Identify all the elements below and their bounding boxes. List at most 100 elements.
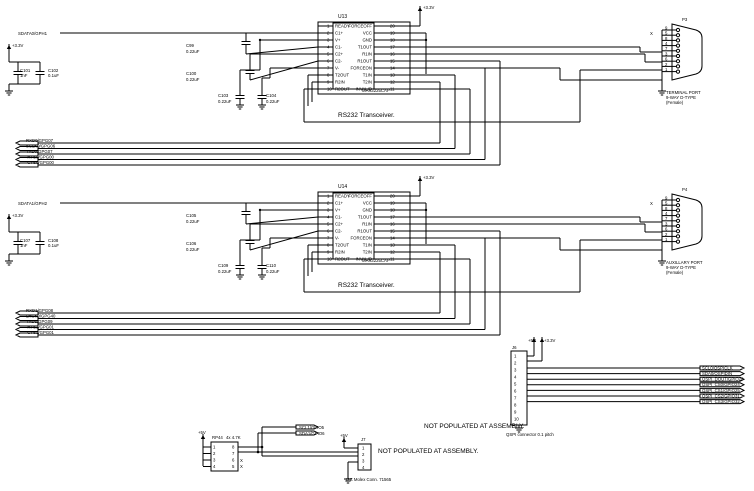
u14-cap-bot-1-gnd (235, 271, 245, 280)
u14-decap-supply-label: +3.3V (12, 213, 23, 218)
rp44-pin-r-2: 7 (232, 451, 235, 456)
j6-net-arrow-2 (699, 371, 746, 377)
u13-dsub-pin-2 (675, 33, 681, 38)
j6-caption: QSPI connector 0.1 pitch (506, 432, 554, 437)
i2c-note: NOT POPULATED AT ASSEMBLY. (378, 448, 479, 455)
u14-pin-name-2: C1+ (335, 201, 343, 206)
rp44-pin-l-4: 4 (213, 464, 216, 469)
rp44-nc-1: X (240, 458, 243, 463)
u14-dsub-pin-num-2: 5 (665, 201, 668, 206)
u14-pin-name-8: T2OUT (335, 243, 349, 248)
u13-dsub-x: X (650, 31, 653, 36)
j6-net-5: QSPI_CS1/GPIO25 (702, 388, 740, 393)
u13-dsub-pin-9 (675, 69, 681, 74)
rp44-pin-l-2: 2 (213, 451, 216, 456)
u13-pin-name-16: R1IN (362, 52, 372, 57)
u14-cap-bot-2-val: 0.22uF (266, 269, 280, 274)
j6-net-2: SDA0/QSPIDIN (702, 371, 732, 376)
u13-pin-name-19: VCC (363, 31, 372, 36)
u13-pin-name-7: V- (335, 66, 340, 71)
rp44-nc-2: X (240, 464, 243, 469)
j7-pin-2: 2 (362, 452, 365, 457)
u13-pin-name-14: FORCEON (351, 66, 373, 71)
u13-dsub-pin-num-6: 3 (665, 51, 668, 56)
u13-pin-name-20: FORCEOFF (348, 24, 372, 29)
u14-cap-bot-1-ref: C109 (218, 263, 229, 268)
j6-pin-2: 2 (514, 361, 517, 366)
u14-decap-2 (35, 237, 45, 249)
u13-dsub-pin-3 (675, 38, 681, 43)
u13-cap-bot-2-ref: C104 (266, 93, 277, 98)
u14-dsub-x: X (650, 201, 653, 206)
rp44-pin-r-1: 8 (232, 445, 235, 450)
u14-decap-gnd (4, 257, 14, 266)
u13-pin-name-13: T1IN (363, 73, 372, 78)
j6-net-arrow-6 (699, 393, 746, 399)
u14-pin-name-18: GND (362, 208, 372, 213)
u14-conn-title: AUXILLARY PORT (666, 260, 703, 265)
u13-cap-pump-1 (241, 37, 251, 49)
u13-pin-name-15: R1OUT (357, 59, 372, 64)
u13-sig-label-4: -RTS0/GPG00 (26, 155, 54, 160)
j6-3v3-label: +3.3V (544, 338, 555, 343)
rp44-ref: RP44 (212, 435, 223, 440)
j6-pin-4: 4 (514, 375, 517, 380)
u13-junction-1 (424, 38, 428, 42)
u14-dsub-pin-num-5: 7 (665, 216, 668, 221)
u14-vcc-label: +3.3V (423, 175, 434, 180)
j6-5v-label: +5V (528, 338, 536, 343)
u13-dsub-pin-4 (675, 43, 681, 48)
u13-decap-supply (6, 43, 12, 50)
u13-sig-label-5: -CTS0/GPG00 (26, 160, 55, 165)
u14-junction-1 (424, 208, 428, 212)
u14-pin-name-9: R2IN (335, 250, 345, 255)
u14-cap-bot-1 (235, 261, 245, 273)
u13-decap-1-ref: C101 (20, 68, 31, 73)
u14-dsub-pin-num-9: 1 (665, 237, 668, 242)
u13-pin-name-4: C1- (335, 45, 342, 50)
u14-junction-2 (258, 208, 262, 212)
u13-conn-title: TERMINAL PORT (666, 90, 701, 95)
u13-pin-name-1: READY (335, 24, 350, 29)
u13-dsub-pin-num-3: 8 (665, 36, 668, 41)
u14-ic-ref: U14 (338, 184, 347, 190)
u14-pin-name-16: R1IN (362, 222, 372, 227)
u14-cap-bot-2-gnd (257, 271, 267, 280)
u13-junction-2 (258, 38, 262, 42)
u14-dsub-pin-num-8: 2 (665, 232, 668, 237)
u14-dsub-pin-8 (675, 234, 681, 239)
u13-dsub-pin-num-7: 6 (665, 57, 668, 62)
u13-dsub-gnd (657, 87, 667, 96)
u14-cap-pump-2-val: 0.22uF (186, 247, 200, 252)
u14-conn-type: 9-WAY D-TYPE (666, 265, 696, 270)
u13-dsub-pin-6 (675, 53, 681, 59)
j7-pin-3: 3 (362, 459, 365, 464)
j7-pin-1: 1 (362, 446, 365, 451)
u13-vcc-label: +3.3V (423, 5, 434, 10)
j6-net-arrow-1 (699, 365, 746, 371)
j6-net-arrow-7 (699, 399, 746, 405)
j6-pin-6: 6 (514, 389, 517, 394)
u13-dsub-pin-num-8: 2 (665, 62, 668, 67)
u13-pin-name-5: C2+ (335, 52, 343, 57)
u14-decap-supply (6, 213, 12, 220)
u13-cap-pump-1-val: 0.22uF (186, 49, 200, 54)
u14-pin-name-19: VCC (363, 201, 372, 206)
u13-dsub-pin-1 (675, 27, 681, 33)
rp44-pin-l-1: 1 (213, 445, 216, 450)
u13-decap-2-val: 0.1uF (48, 73, 59, 78)
u14-dsub-pin-3 (675, 208, 681, 213)
j6-pin-10: 10 (514, 417, 519, 422)
u13-dsub-pin-num-2: 5 (665, 31, 668, 36)
u13-decap-1-val: 1nF (20, 73, 28, 78)
u13-sig-label-2: SCLK0/GPG06 (26, 144, 56, 149)
u14-pin-name-5: C2+ (335, 222, 343, 227)
u14-pin-name-12: T2IN (363, 250, 372, 255)
u13-pin-name-18: GND (362, 38, 372, 43)
u13-cap-bot-1 (235, 91, 245, 103)
u14-cap-pump-2-ref: C106 (186, 241, 197, 246)
u14-sig-label-2: LRCK0/GPG40 (26, 314, 56, 319)
